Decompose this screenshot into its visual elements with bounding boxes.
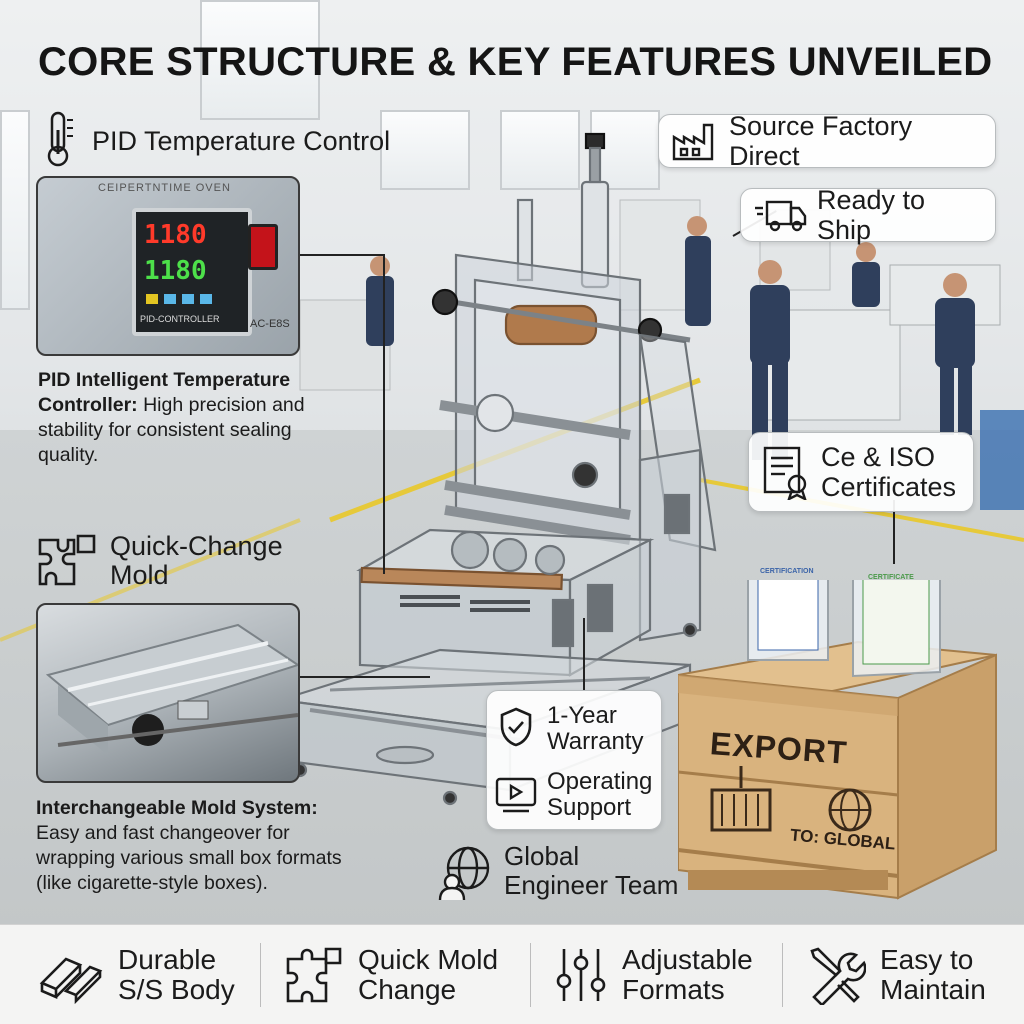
controller-unit: 1180 1180 PID-CONTROLLER bbox=[132, 208, 252, 336]
connector-line bbox=[583, 618, 585, 690]
support-text: Operating Support bbox=[547, 769, 652, 821]
feature-maintain-text: Easy to Maintain bbox=[880, 945, 986, 1005]
controller-key-icon bbox=[164, 294, 176, 304]
feature-line1: Quick Mold bbox=[358, 944, 499, 975]
shield-check-icon bbox=[499, 707, 533, 747]
feature-line1: Durable bbox=[118, 944, 217, 975]
warranty-line2: Warranty bbox=[547, 728, 644, 755]
mold-heading-line2: Mold bbox=[110, 560, 169, 590]
warranty-text: 1-Year Warranty bbox=[547, 703, 643, 755]
mold-heading-line1: Quick-Change bbox=[110, 531, 283, 561]
connector-line bbox=[300, 254, 384, 256]
mold-desc-bold: Interchangeable Mold System: bbox=[36, 797, 318, 819]
beam-icon bbox=[36, 943, 104, 1007]
feature-line2: Maintain bbox=[880, 974, 986, 1005]
panel-label: CEIPERTNTIME OVEN bbox=[98, 182, 231, 194]
controller-key-icon bbox=[200, 294, 212, 304]
pid-controller-photo: CEIPERTNTIME OVEN 1180 1180 PID-CONTROLL… bbox=[36, 176, 300, 356]
cert-right-title: CERTIFICATE bbox=[868, 574, 914, 581]
mold-desc-text: Easy and fast changeover for wrapping va… bbox=[36, 822, 342, 894]
feature-adjustable-text: Adjustable Formats bbox=[622, 945, 753, 1005]
ready-to-ship-callout: Ready to Ship bbox=[740, 185, 996, 245]
puzzle-icon bbox=[36, 534, 98, 588]
controller-label: PID-CONTROLLER bbox=[140, 314, 220, 324]
connector-line bbox=[383, 254, 385, 574]
video-support-icon bbox=[495, 775, 539, 815]
thermometer-icon bbox=[40, 110, 76, 168]
warranty-line1: 1-Year bbox=[547, 702, 617, 729]
source-factory-text: Source Factory Direct bbox=[729, 111, 913, 171]
wrapping-machine-illustration bbox=[278, 132, 717, 806]
warranty-support-panel: 1-Year Warranty Operating Support bbox=[486, 690, 662, 830]
feature-bar: Durable S/S Body Quick Mold Change Adjus… bbox=[0, 924, 1024, 1024]
connector-line bbox=[300, 676, 430, 678]
delivery-truck-icon bbox=[753, 196, 807, 234]
mold-description: Interchangeable Mold System: Easy and fa… bbox=[36, 796, 356, 896]
pid-desc-text: High precision and stability for consist… bbox=[38, 394, 305, 466]
pid-desc-bold: PID Intelligent Temperature Controller: bbox=[38, 369, 291, 416]
temperature-display-top: 1180 bbox=[144, 220, 207, 250]
divider bbox=[782, 943, 783, 1007]
certificates-text: Ce & ISO Certificates bbox=[821, 442, 956, 502]
puzzle-icon bbox=[284, 945, 344, 1005]
feature-adjustable: Adjustable Formats bbox=[554, 925, 753, 1024]
cert-line2: Certificates bbox=[821, 472, 957, 502]
support-line2: Support bbox=[547, 794, 632, 821]
feature-line2: Change bbox=[358, 974, 457, 1005]
engineer-team-text: Global Engineer Team bbox=[504, 842, 678, 900]
certificate-icon bbox=[761, 444, 811, 500]
feature-durable: Durable S/S Body bbox=[36, 925, 235, 1024]
certificates-callout: Ce & ISO Certificates bbox=[748, 432, 974, 512]
engineer-line2: Engineer Team bbox=[504, 870, 679, 900]
globe-engineer-icon bbox=[436, 844, 494, 902]
feature-quick-mold: Quick Mold Change bbox=[284, 925, 498, 1024]
factory-icon bbox=[671, 121, 719, 161]
pid-description: PID Intelligent Temperature Controller: … bbox=[38, 368, 338, 468]
model-label: AC-E8S bbox=[250, 318, 290, 330]
cert-line1: Ce & ISO bbox=[821, 442, 936, 472]
sliders-icon bbox=[554, 945, 608, 1005]
controller-key-icon bbox=[146, 294, 158, 304]
feature-quick-mold-text: Quick Mold Change bbox=[358, 945, 498, 1005]
page-title: CORE STRUCTURE & KEY FEATURES UNVEILED bbox=[38, 40, 993, 84]
temperature-display-bottom: 1180 bbox=[144, 256, 207, 286]
mold-heading: Quick-Change Mold bbox=[110, 532, 283, 590]
feature-line2: S/S Body bbox=[118, 974, 235, 1005]
feature-durable-text: Durable S/S Body bbox=[118, 945, 235, 1005]
divider bbox=[260, 943, 261, 1007]
connector-line bbox=[893, 500, 895, 564]
feature-line1: Adjustable bbox=[622, 944, 753, 975]
power-switch bbox=[248, 224, 278, 270]
pid-heading: PID Temperature Control bbox=[92, 126, 391, 156]
mold-photo bbox=[36, 603, 300, 783]
feature-line1: Easy to bbox=[880, 944, 974, 975]
ready-to-ship-text: Ready to Ship bbox=[817, 185, 926, 245]
wrench-screwdriver-icon bbox=[806, 945, 866, 1005]
divider bbox=[530, 943, 531, 1007]
controller-key-icon bbox=[182, 294, 194, 304]
engineer-line1: Global bbox=[504, 841, 580, 871]
cert-left-title: CERTIFICATION bbox=[760, 568, 814, 575]
feature-line2: Formats bbox=[622, 974, 725, 1005]
feature-maintain: Easy to Maintain bbox=[806, 925, 986, 1024]
source-factory-callout: Source Factory Direct bbox=[658, 111, 996, 171]
support-line1: Operating bbox=[547, 768, 653, 795]
export-crate: CERTIFICATION CERTIFICATE EXPORT TO: GLO… bbox=[678, 568, 998, 910]
